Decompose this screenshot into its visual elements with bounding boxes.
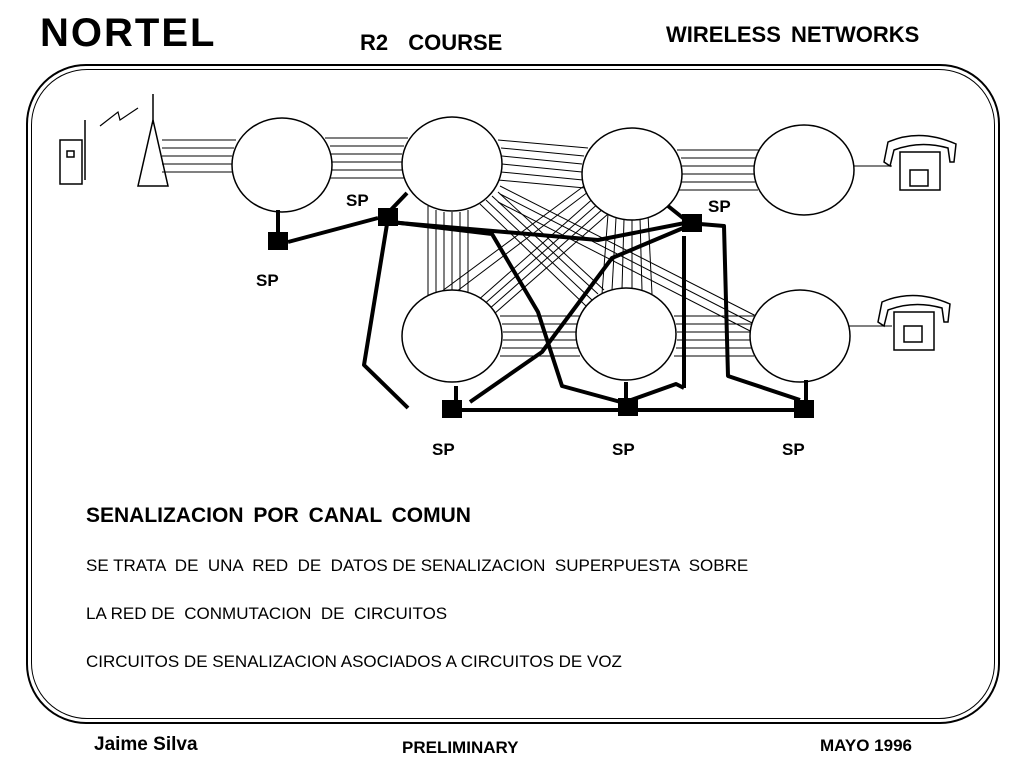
trunk-s2-s6 <box>479 191 605 307</box>
sp-box <box>682 214 702 232</box>
switch-node <box>749 289 851 383</box>
body-line: CIRCUITOS DE SENALIZACION ASOCIADOS A CI… <box>86 652 622 671</box>
section-heading: SENALIZACION POR CANAL COMUN <box>86 504 471 527</box>
antenna-tower-icon <box>137 94 169 187</box>
sp-box <box>268 232 288 250</box>
radio-link-icon <box>99 107 139 127</box>
switch-node <box>231 117 333 213</box>
switch-nodes <box>231 116 855 383</box>
nortel-logo: NORTEL <box>40 11 217 55</box>
trunk-s2-s5 <box>427 206 469 300</box>
subject-title: WIRELESS NETWORKS <box>666 22 920 47</box>
signaling-points <box>268 208 814 418</box>
sp-label: SP <box>256 271 279 290</box>
telephone-icon <box>883 134 957 191</box>
switch-node <box>753 124 855 216</box>
trunk-s2-s3 <box>497 139 589 189</box>
sp-label: SP <box>432 440 455 459</box>
trunk-tower-s1 <box>162 139 236 173</box>
switch-node <box>575 287 677 381</box>
mobile-phone-icon <box>59 120 86 185</box>
slide-frame-inner <box>31 69 995 719</box>
status-label: PRELIMINARY <box>402 738 519 757</box>
body-line: LA RED DE CONMUTACION DE CIRCUITOS <box>86 604 448 623</box>
telephone-icon <box>877 294 951 351</box>
sp-label: SP <box>782 440 805 459</box>
author-name: Jaime Silva <box>94 734 198 755</box>
sp-box <box>618 398 638 416</box>
sp-label: SP <box>708 197 731 216</box>
body-line: SE TRATA DE UNA RED DE DATOS DE SENALIZA… <box>86 556 749 575</box>
sp-box <box>794 400 814 418</box>
switch-node <box>401 116 503 212</box>
trunk-s6-s7 <box>674 315 754 357</box>
sp-label: SP <box>346 191 369 210</box>
sp-box <box>442 400 462 418</box>
slide-frame <box>26 64 1000 724</box>
signaling-links <box>276 191 808 412</box>
switch-node <box>401 289 503 383</box>
switch-node <box>581 127 683 221</box>
trunk-s3-s6 <box>601 213 653 295</box>
date-label: MAYO 1996 <box>820 736 912 755</box>
course-title: R2 COURSE <box>360 30 503 55</box>
sp-box <box>378 208 398 226</box>
sp-labels: SP SP SP SP SP SP <box>256 191 805 459</box>
sp-label: SP <box>612 440 635 459</box>
trunk-s3-s5b <box>429 185 589 305</box>
trunk-s3-s4 <box>677 149 760 191</box>
trunk-s1-s2 <box>325 137 408 179</box>
